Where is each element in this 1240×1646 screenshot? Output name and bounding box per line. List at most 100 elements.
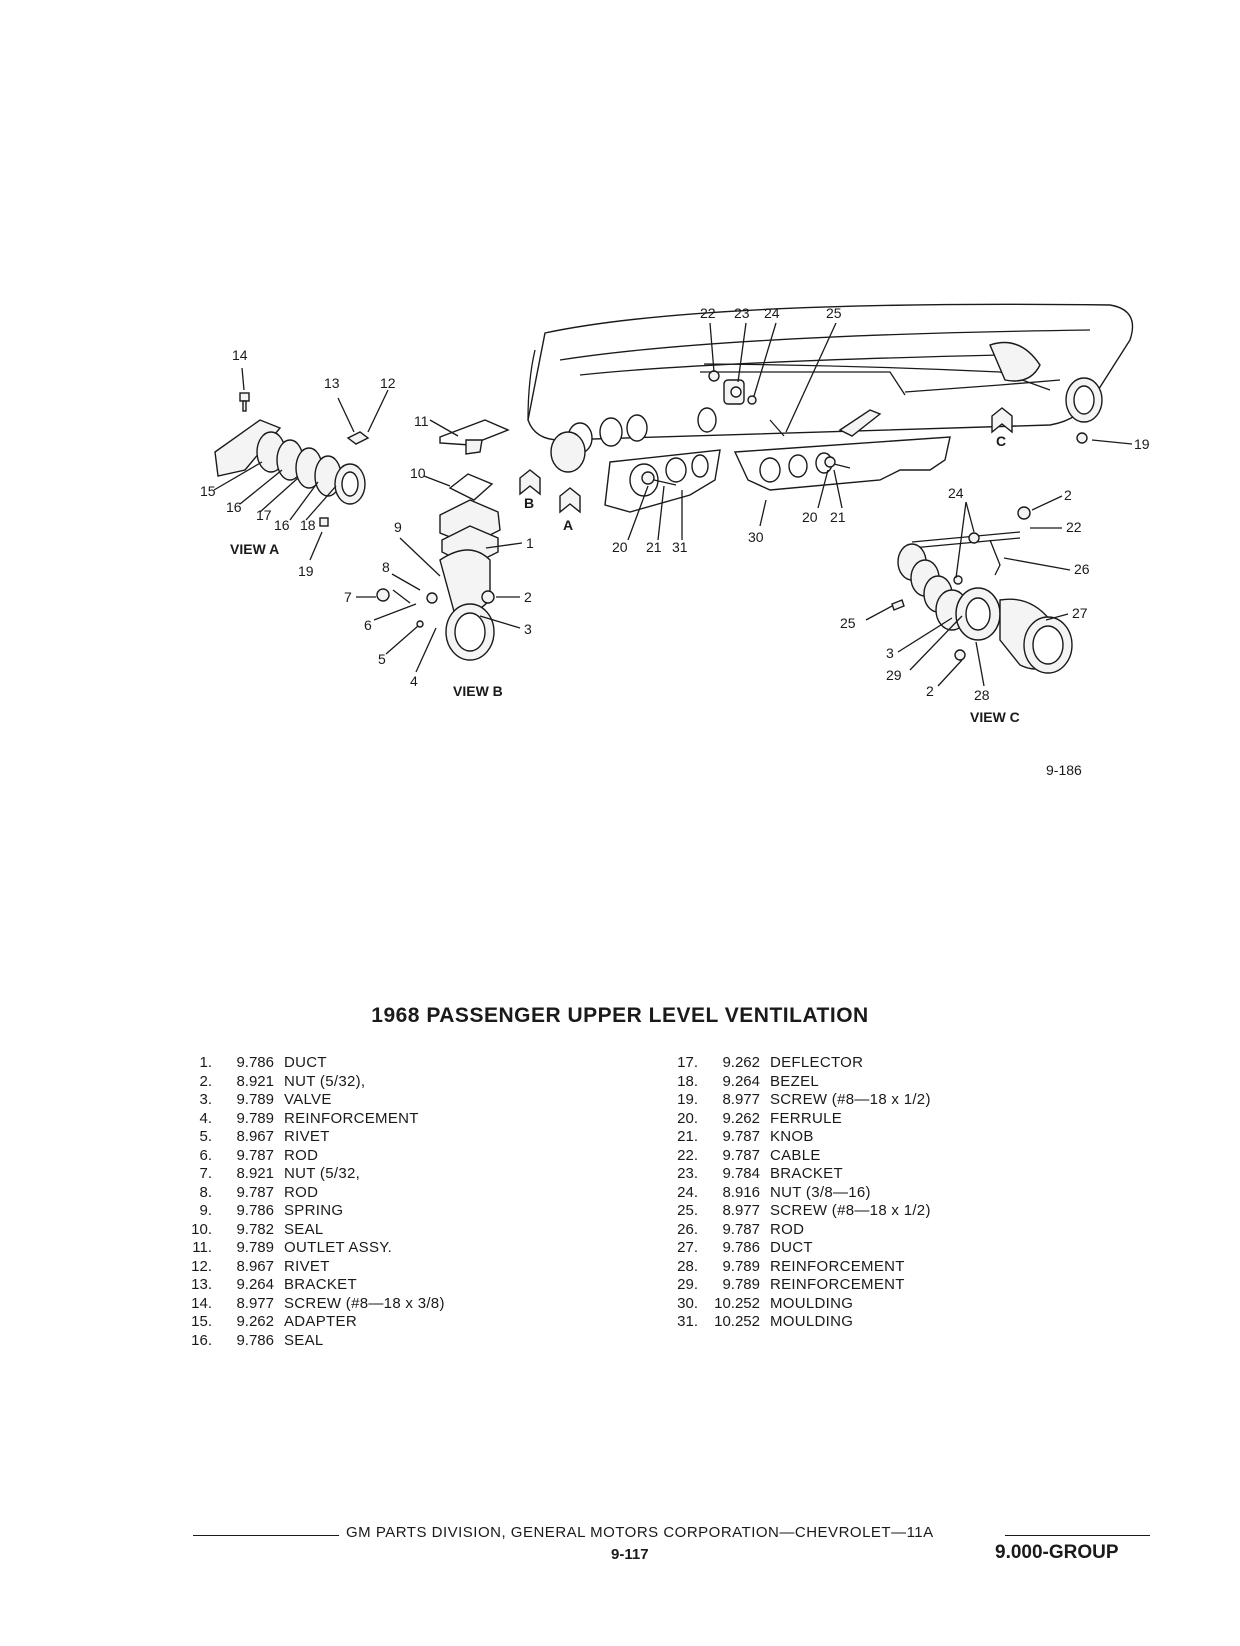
part-name: ROD: [284, 1146, 319, 1164]
part-name: KNOB: [770, 1128, 814, 1145]
part-group-code: 9.789: [722, 1276, 760, 1293]
leader-lines: [213, 322, 1133, 687]
part-number: 20.: [677, 1109, 698, 1127]
parts-list-row: 20. 9.262 FERRULE: [656, 1110, 931, 1129]
callout-label: 1: [526, 535, 534, 551]
part-name: VALVE: [284, 1091, 332, 1108]
parts-list-row: 21. 9.787 KNOB: [656, 1128, 931, 1147]
part-group-code: 9.264: [722, 1072, 760, 1090]
callout-label: 2: [926, 683, 934, 699]
exploded-view-illustration: A B C VIEW A VIEW B VIEW C 14 13 12 11 1…: [200, 303, 1150, 725]
part-group-code: 9.786: [236, 1331, 274, 1349]
callout-label: 3: [524, 621, 532, 637]
part-number: 13.: [191, 1276, 212, 1293]
part-name: BRACKET: [284, 1276, 357, 1293]
callout-label: 8: [382, 559, 390, 575]
part-number: 12.: [191, 1257, 212, 1275]
callout-label: 17: [256, 507, 272, 523]
part-group-code: 9.787: [722, 1128, 760, 1145]
callout-label: 2: [524, 589, 532, 605]
part-group-code: 9.262: [236, 1313, 274, 1330]
part-number: 23.: [677, 1165, 698, 1182]
part-group-code: 9.262: [722, 1054, 760, 1071]
part-name: SCREW (#8—18 x 1/2): [770, 1202, 931, 1219]
part-name: CABLE: [770, 1146, 821, 1164]
callout-label: 5: [378, 651, 386, 667]
part-name: DUCT: [284, 1054, 327, 1071]
part-name: ROD: [284, 1183, 319, 1201]
part-number: 31.: [677, 1313, 698, 1330]
callout-labels: 14 13 12 11 10 15 16 17 16 18 19 9 8 7 6…: [200, 305, 1150, 703]
page-title: 1968 PASSENGER UPPER LEVEL VENTILATION: [371, 1004, 869, 1027]
part-group-code: 9.789: [236, 1091, 274, 1108]
view-c-drawing: [891, 432, 1088, 674]
part-name: MOULDING: [770, 1294, 854, 1312]
svg-text:C: C: [996, 433, 1006, 449]
part-name: DEFLECTOR: [770, 1054, 864, 1071]
part-number: 29.: [677, 1276, 698, 1293]
view-a-label: VIEW A: [230, 541, 279, 557]
part-name: NUT (5/32,: [284, 1165, 361, 1182]
callout-label: 24: [764, 305, 780, 321]
part-name: SCREW (#8—18 x 1/2): [770, 1091, 931, 1108]
part-number: 21.: [677, 1128, 698, 1145]
callout-label: 2: [1064, 487, 1072, 503]
figure-code: 9-186: [1046, 762, 1082, 778]
part-group-code: 9.787: [722, 1146, 760, 1164]
part-group-code: 8.916: [722, 1183, 760, 1201]
part-number: 2.: [199, 1072, 212, 1090]
callout-label: 14: [232, 347, 248, 363]
part-number: 28.: [677, 1257, 698, 1275]
part-name: BEZEL: [770, 1072, 820, 1090]
instrument-panel-drawing: [527, 303, 1134, 473]
part-name: FERRULE: [770, 1109, 843, 1127]
part-number: 11.: [192, 1239, 212, 1256]
callout-label: 31: [672, 539, 688, 555]
svg-text:A: A: [563, 517, 573, 533]
view-b-drawing: [376, 499, 501, 661]
part-name: NUT (5/32),: [284, 1072, 366, 1090]
part-number: 26.: [677, 1220, 698, 1238]
part-group-code: 9.789: [236, 1109, 274, 1127]
section-mark-a: A: [559, 487, 581, 533]
part-group-code: 8.977: [722, 1091, 760, 1108]
footer-rule-right: [1005, 1535, 1150, 1536]
part-number: 17.: [677, 1054, 698, 1071]
part-group-code: 10.252: [714, 1313, 760, 1330]
part-group-code: 9.786: [722, 1239, 760, 1256]
part-group-code: 10.252: [714, 1294, 760, 1312]
part-group-code: 9.784: [722, 1165, 760, 1182]
callout-label: 30: [748, 529, 764, 545]
callout-label: 16: [226, 499, 242, 515]
group-label: 9.000-GROUP: [995, 1542, 1119, 1563]
part-number: 15.: [191, 1313, 212, 1330]
part-group-code: 8.967: [236, 1128, 274, 1145]
part-name: SEAL: [284, 1220, 324, 1238]
callout-label: 28: [974, 687, 990, 703]
part-group-code: 9.786: [236, 1054, 274, 1071]
part-name: REINFORCEMENT: [770, 1276, 905, 1293]
part-group-code: 9.262: [722, 1109, 760, 1127]
part-name: DUCT: [770, 1239, 813, 1256]
callout-label: 25: [826, 305, 842, 321]
part-group-code: 9.787: [236, 1183, 274, 1201]
part-group-code: 8.977: [722, 1202, 760, 1219]
